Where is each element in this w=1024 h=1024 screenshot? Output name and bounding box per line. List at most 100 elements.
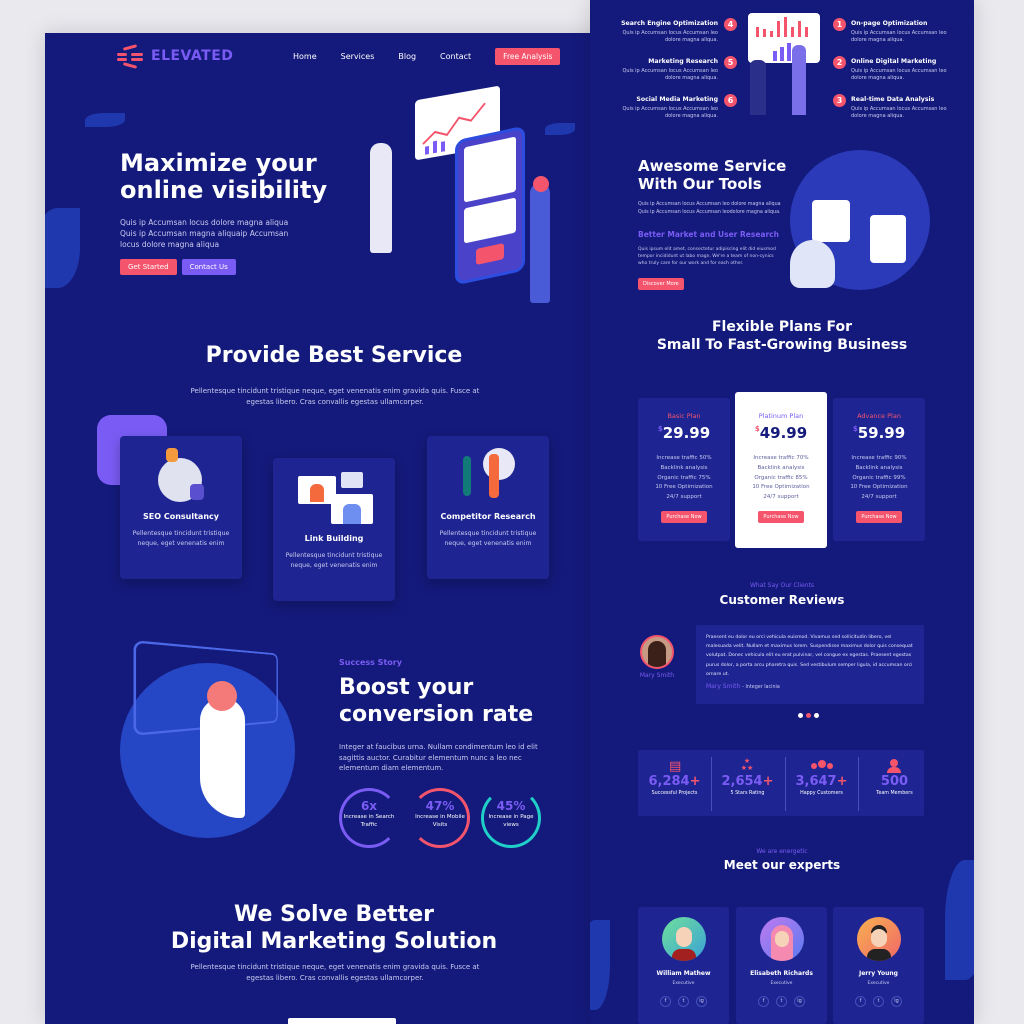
leaf-decoration	[45, 208, 80, 288]
pricing-card-platinum: Platinum Plan $49.99 Increase traffic 70…	[735, 392, 827, 548]
person-illustration	[530, 183, 550, 303]
get-started-button[interactable]: Get Started	[120, 259, 177, 275]
services-title: Provide Best Service	[205, 343, 463, 368]
reviewer-name: Mary Smith	[639, 672, 675, 679]
plan-feature: 10 Free Optimization	[752, 484, 810, 491]
solve-title: We Solve Better Digital Marketing Soluti…	[45, 901, 623, 955]
nav-link-blog[interactable]: Blog	[398, 52, 417, 61]
feature-title: Online Digital Marketing	[851, 58, 937, 65]
brand-logo[interactable]: ELEVATED	[117, 44, 233, 69]
service-title: Link Building	[304, 534, 364, 543]
stat-suffix: +	[762, 774, 774, 789]
pricing-title-line1: Flexible Plans For	[711, 319, 853, 335]
reviewer-avatar	[640, 635, 674, 669]
review-author-role: - Integer lacinia	[742, 685, 780, 691]
price-value: 49.99	[759, 424, 808, 442]
plan-price: $29.99	[638, 424, 730, 442]
man-illustration	[750, 60, 766, 115]
pricing-title-line2: Small To Fast-Growing Business	[656, 337, 908, 353]
feature-item-realtime-data: Real-time Data Analysis Quis ip Accumsan…	[851, 96, 951, 120]
free-analysis-button[interactable]: Free Analysis	[495, 48, 561, 65]
step-badge: 2	[833, 56, 846, 69]
step-badge: 1	[833, 18, 846, 31]
stat-suffix: +	[836, 774, 848, 789]
plan-feature: 10 Free Optimization	[655, 484, 713, 491]
expert-avatar	[759, 917, 804, 961]
twitter-icon[interactable]: t	[678, 996, 689, 1007]
tools-subtitle: Better Market and User Research	[638, 230, 779, 239]
step-badge: 6	[724, 94, 737, 107]
document-icon: ▤	[669, 759, 682, 774]
discover-more-button[interactable]: Discover More	[638, 278, 684, 290]
carousel-dot-active[interactable]	[806, 713, 811, 718]
expert-name: Jerry Young	[859, 970, 898, 977]
facebook-icon[interactable]: f	[660, 996, 671, 1007]
expert-card: Elisabeth Richards Executive f t ig	[736, 907, 827, 1024]
service-description: Pellentesque tincidunt tristique neque, …	[132, 530, 230, 547]
stat-successful-projects: ▤ 6,284+ Successful Projects	[638, 755, 711, 796]
tools-title-line1: Awesome Service	[638, 157, 787, 175]
nav-link-contact[interactable]: Contact	[440, 52, 472, 61]
currency-symbol: $	[657, 425, 663, 433]
carousel-dot[interactable]	[798, 713, 803, 718]
dashboard-card-illustration	[812, 200, 850, 242]
step-badge: 3	[833, 94, 846, 107]
service-card-link-building[interactable]: Link Building Pellentesque tincidunt tri…	[273, 458, 395, 601]
plan-feature: Backlink analysis	[757, 464, 805, 471]
nav-link-home[interactable]: Home	[293, 52, 317, 61]
plan-name: Advance Plan	[857, 412, 901, 420]
stat-value: 3,647+	[785, 774, 858, 789]
dashboard-card-illustration	[870, 215, 906, 263]
success-title: Boost your conversion rate	[339, 674, 533, 728]
expert-role: Executive	[672, 981, 695, 986]
tools-title-line2: With Our Tools	[638, 175, 762, 193]
facebook-icon[interactable]: f	[855, 996, 866, 1007]
woman-head-illustration	[207, 681, 237, 711]
plan-feature: 10 Free Optimization	[850, 484, 908, 491]
plan-price: $49.99	[735, 424, 827, 442]
nav-link-services[interactable]: Services	[340, 52, 375, 61]
contact-us-button[interactable]: Contact Us	[181, 259, 236, 275]
service-title: Competitor Research	[440, 512, 536, 521]
services-description: Pellentesque tincidunt tristique neque, …	[190, 387, 480, 406]
review-author-name: Mary Smith	[706, 683, 741, 691]
feature-description: Quis ip Accumsan locus Accumsan leo dolo…	[622, 106, 718, 119]
stat-label: Successful Projects	[651, 791, 698, 796]
woman-illustration	[200, 698, 245, 818]
tab-bar-partial[interactable]	[288, 1018, 396, 1024]
feature-item-on-page: On-page Optimization Quis ip Accumsan lo…	[851, 20, 951, 44]
experts-title: Meet our experts	[723, 858, 841, 872]
service-card-seo[interactable]: SEO Consultancy Pellentesque tincidunt t…	[120, 436, 242, 579]
success-title-line2: conversion rate	[339, 702, 534, 727]
purchase-button[interactable]: Purchase Now	[758, 510, 804, 523]
purchase-button[interactable]: Purchase Now	[856, 510, 902, 523]
purchase-button[interactable]: Purchase Now	[661, 510, 707, 523]
plan-feature: Organic traffic 75%	[657, 474, 711, 481]
feature-title: Search Engine Optimization	[621, 20, 718, 27]
hero-title-line1: Maximize your	[120, 149, 317, 177]
twitter-icon[interactable]: t	[776, 996, 787, 1007]
solve-description: Pellentesque tincidunt tristique neque, …	[190, 963, 480, 982]
stat-value: 6,284+	[638, 774, 711, 789]
facebook-icon[interactable]: f	[758, 996, 769, 1007]
plan-features: Increase traffic 70% Backlink analysis O…	[735, 454, 827, 503]
plan-name: Platinum Plan	[758, 412, 804, 420]
instagram-icon[interactable]: ig	[891, 996, 902, 1007]
service-description: Pellentesque tincidunt tristique neque, …	[439, 530, 537, 547]
instagram-icon[interactable]: ig	[794, 996, 805, 1007]
team-icon	[886, 759, 902, 773]
review-text: Praesent eu dolor eu orci vehicula euism…	[706, 635, 913, 677]
twitter-icon[interactable]: t	[873, 996, 884, 1007]
pricing-card-advance: Advance Plan $59.99 Increase traffic 90%…	[833, 398, 925, 541]
stat-number: 3,647	[795, 774, 837, 789]
instagram-icon[interactable]: ig	[696, 996, 707, 1007]
service-card-competitor-research[interactable]: Competitor Research Pellentesque tincidu…	[427, 436, 549, 579]
chair-illustration	[790, 240, 835, 288]
review-author: Mary Smith - Integer lacinia	[706, 683, 914, 690]
stat-label: Team Members	[876, 791, 913, 796]
carousel-dot[interactable]	[814, 713, 819, 718]
hero-description: Quis ip Accumsan locus dolore magna aliq…	[120, 218, 289, 249]
plan-feature: 24/7 support	[666, 494, 702, 501]
feature-title: Marketing Research	[648, 58, 718, 65]
step-badge: 5	[724, 56, 737, 69]
